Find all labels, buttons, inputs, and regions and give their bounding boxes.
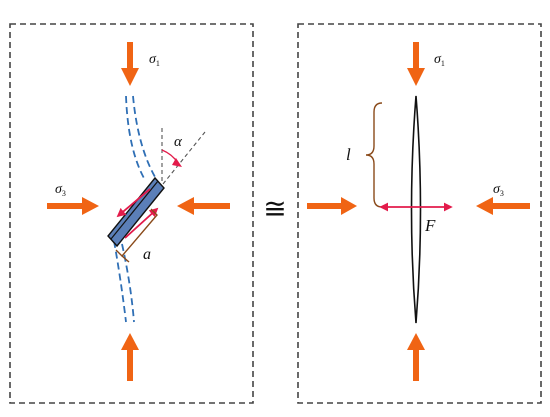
right-right-load-arrow <box>476 197 530 215</box>
length-a-label: a <box>143 246 151 263</box>
shear-arrow-upper <box>116 188 151 218</box>
inclined-crack <box>107 176 165 248</box>
right-panel-frame <box>297 23 542 404</box>
equivalent-crack <box>410 95 422 324</box>
approx-symbol: ≅ <box>263 192 286 225</box>
length-a-tick <box>121 255 130 263</box>
left-bottom-load-arrow <box>121 333 139 381</box>
left-left-load-arrow <box>47 197 99 215</box>
left-sigma3-label: σ3 <box>55 182 66 198</box>
right-sigma1-label: σ1 <box>434 52 445 68</box>
shear-arrow-lower <box>124 207 159 239</box>
force-f-label: F <box>424 216 436 235</box>
left-panel-frame <box>9 23 254 404</box>
left-sigma1-label: σ1 <box>149 52 160 68</box>
right-sigma3-label: σ3 <box>493 182 504 198</box>
right-top-load-arrow <box>407 42 425 86</box>
alpha-arc-head <box>172 158 182 167</box>
half-length-l-label: l <box>346 145 351 164</box>
length-a-bracket <box>115 208 158 258</box>
wing-cracks <box>113 95 159 323</box>
right-bottom-load-arrow <box>407 333 425 381</box>
alpha-label: α <box>174 134 183 150</box>
half-length-l-brace <box>365 102 383 208</box>
right-left-load-arrow <box>307 197 357 215</box>
crack-extension-line <box>162 131 206 185</box>
left-top-load-arrow <box>121 42 139 86</box>
left-right-load-arrow <box>177 197 230 215</box>
